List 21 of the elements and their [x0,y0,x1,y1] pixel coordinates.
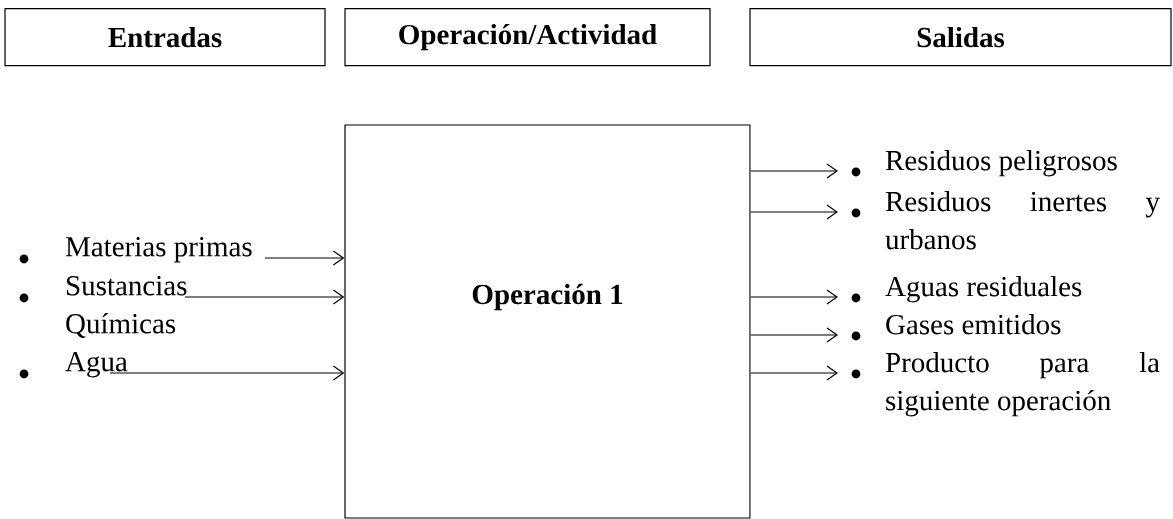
arrow [750,365,838,381]
list-item: Agua [65,351,128,378]
header-box: Salidas [749,8,1172,67]
list-item: Aguas residuales [885,276,1082,303]
box-title: Operación 1 [472,283,623,311]
arrow [750,289,838,305]
arrow [750,204,838,220]
list-item: Residuos inertes y urbanos [885,191,1160,250]
arrow [264,250,345,266]
list-item: Residuos peligrosos [885,150,1117,177]
arrow [109,365,345,381]
header-box: Entradas [4,8,326,67]
list-item: Materias primas [65,237,252,263]
operation-box [344,124,751,519]
arrow [750,327,838,343]
list-item: Producto para la siguiente operación [885,352,1160,417]
header-box: Operación/Actividad [344,8,711,67]
arrow [750,163,838,179]
list-item: Sustancias Químicas [66,276,187,338]
list-item: Gases emitidos [886,314,1061,335]
arrow [184,289,345,305]
